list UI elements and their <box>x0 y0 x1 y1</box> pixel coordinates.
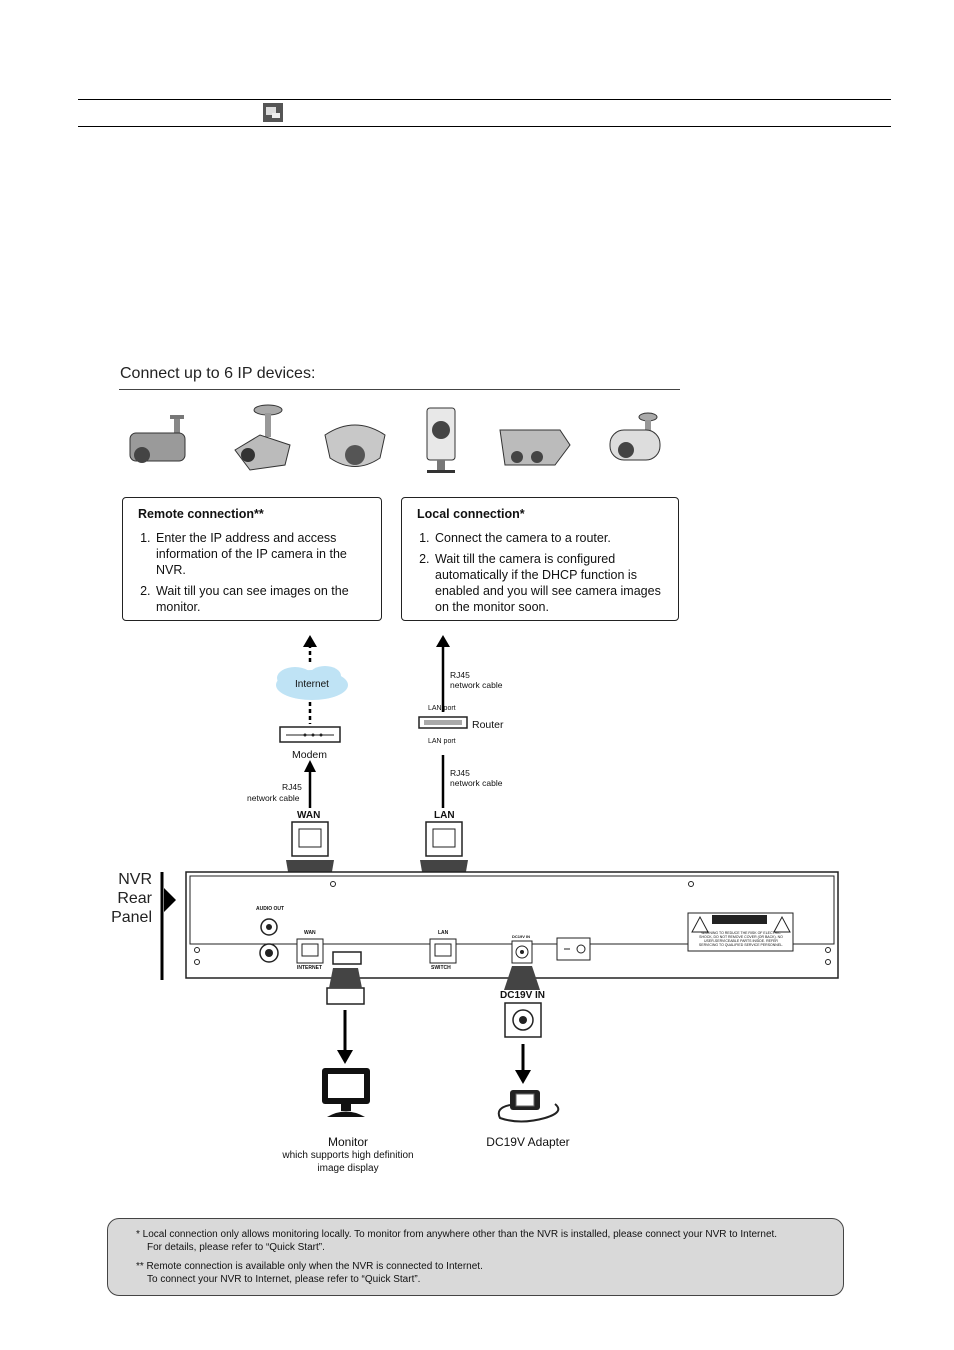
warning-line1: WARNING <box>701 931 719 935</box>
local-step-1: Connect the camera to a router. <box>433 530 668 546</box>
internet-label: Internet <box>295 679 329 690</box>
router-label: Router <box>472 719 504 731</box>
audio-out-label: AUDIO OUT <box>256 906 285 912</box>
local-connection-title: Local connection* <box>417 507 525 521</box>
lan-port-top-label: LAN port <box>428 705 456 712</box>
cable-label-c: network cable <box>450 778 503 788</box>
wan-arrow-head <box>304 760 316 772</box>
section-title-rule <box>119 389 680 390</box>
camera-row <box>129 404 661 473</box>
note-local-line1: * Local connection only allows monitorin… <box>136 1229 778 1240</box>
ceiling-dome-camera-icon <box>234 404 291 471</box>
lan-jack-icon <box>425 821 463 857</box>
cable-label-b: network cable <box>450 680 503 690</box>
nvr-rear-panel-label: NVR Rear Panel <box>100 870 152 927</box>
computer-icon <box>263 103 283 122</box>
nvr-label-line3: Panel <box>111 909 152 926</box>
dc-in-label: DC19V IN <box>500 990 546 1001</box>
monitor-desc-line1: which supports high definition <box>282 1150 414 1161</box>
remote-connection-title: Remote connection** <box>138 507 264 521</box>
monitor-arrow-head <box>337 1050 353 1064</box>
warning-line2: TO REDUCE THE RISK OF ELECTRIC <box>719 931 781 935</box>
remote-connection-box: Remote connection** Enter the IP address… <box>122 497 382 621</box>
warning-label-text: WARNING TO REDUCE THE RISK OF ELECTRIC S… <box>690 931 792 947</box>
hdmi-funnel <box>329 968 362 988</box>
bullet-camera-icon <box>129 415 186 463</box>
cube-camera-icon <box>426 407 456 473</box>
nvr-pointer <box>164 888 176 912</box>
lan-port-bottom-label: LAN port <box>428 738 456 745</box>
modem-icon <box>279 726 341 743</box>
nvr-rear-panel <box>185 871 839 979</box>
section-title: Connect up to 6 IP devices: <box>120 365 316 382</box>
note-remote-line2: To connect your NVR to Internet, please … <box>147 1274 421 1285</box>
wan-jack-icon <box>291 821 329 857</box>
panel-switch-label: SWITCH <box>431 965 451 971</box>
adapter-icon <box>497 1090 560 1123</box>
panel-wan-label: WAN <box>304 930 316 936</box>
rj45-label-a: RJ45 <box>282 782 302 792</box>
internet-cloud-icon <box>276 666 348 700</box>
dc-jack-icon <box>504 1002 542 1038</box>
panel-dc-label: DC19V IN <box>512 934 531 939</box>
rj45-label-c: RJ45 <box>450 768 470 778</box>
bullet-camera-icon-2 <box>609 412 661 461</box>
panel-lan-label: LAN <box>438 930 449 936</box>
dome-camera-icon <box>324 424 386 467</box>
router-icon <box>418 716 468 729</box>
nvr-label-line2: Rear <box>117 890 152 907</box>
adapter-label: DC19V Adapter <box>486 1135 570 1149</box>
warning-line4: USER-SERVICEABLE PARTS INSIDE. REFER <box>704 939 778 943</box>
local-arrow-head <box>436 635 450 647</box>
monitor-label: Monitor <box>327 1135 368 1149</box>
note-remote-line1: ** Remote connection is available only w… <box>136 1261 483 1272</box>
monitor-desc-line2: image display <box>317 1163 379 1174</box>
warning-line3: SHOCK, DO NOT REMOVE COVER (OR BACK). NO <box>699 935 783 939</box>
remote-step-2: Wait till you can see images on the moni… <box>154 583 371 615</box>
dc-funnel <box>504 966 540 990</box>
lan-label: LAN <box>434 810 455 821</box>
nvr-label-line1: NVR <box>118 871 152 888</box>
hdmi-plug-icon <box>326 987 365 1005</box>
cable-label-a: network cable <box>247 793 300 803</box>
adapter-arrow-head <box>515 1070 531 1084</box>
remote-step-1: Enter the IP address and access informat… <box>154 530 371 578</box>
warning-line5: SERVICING TO QUALIFIED SERVICE PERSONNEL… <box>698 943 784 947</box>
note-local-line2: For details, please refer to “Quick Star… <box>147 1242 325 1253</box>
rj45-label-b: RJ45 <box>450 670 470 680</box>
modem-label: Modem <box>292 749 328 761</box>
header-bottom-rule <box>78 126 891 127</box>
local-step-2: Wait till the camera is configured autom… <box>433 551 668 615</box>
remote-arrow-head <box>303 635 317 647</box>
header-top-rule <box>78 99 891 100</box>
panel-internet-label: INTERNET <box>297 965 322 971</box>
monitor-icon <box>322 1068 370 1117</box>
footnote-box: * Local connection only allows monitorin… <box>107 1218 844 1296</box>
wall-camera-icon <box>499 429 571 466</box>
wan-label: WAN <box>297 810 321 821</box>
local-connection-box: Local connection* Connect the camera to … <box>401 497 679 621</box>
